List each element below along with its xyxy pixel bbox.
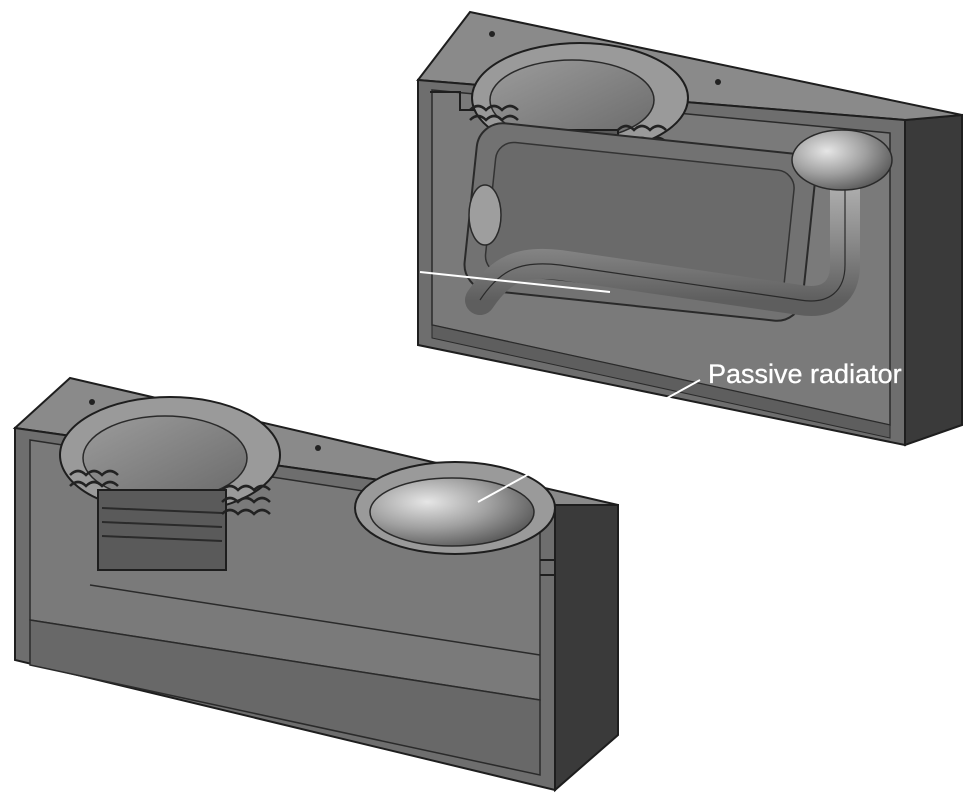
callout-passive-radiator: Passive radiator — [419, 271, 902, 503]
bottom-cabinet-floor-edge — [89, 584, 541, 656]
top-cabinet-side — [904, 113, 963, 447]
top-driver-spider-left — [469, 104, 519, 122]
screw-hole — [89, 399, 95, 405]
bottom-cabinet-floor — [29, 619, 541, 776]
bottom-cabinet — [12, 376, 619, 793]
bottom-driver-spider-left — [69, 469, 119, 488]
bottom-driver-basket — [97, 489, 227, 571]
screw-hole — [489, 31, 495, 37]
bottom-cabinet-right-wall-step — [540, 559, 556, 576]
bottom-driver-cone — [82, 415, 248, 501]
leader-line-pipe — [419, 271, 611, 293]
top-cabinet — [416, 10, 963, 447]
screw-hole — [715, 79, 721, 85]
bottom-driver-basket-fins — [101, 507, 223, 542]
bottom-cabinet-side — [554, 504, 619, 793]
top-cabinet-floor — [431, 324, 891, 439]
screw-hole — [315, 445, 321, 451]
leader-line — [477, 379, 701, 503]
port-bell-mouth — [791, 129, 893, 191]
port-pipe-outline — [479, 170, 846, 302]
passive-radiator-diaphragm — [369, 477, 535, 547]
top-cabinet-left-wall-step — [430, 91, 475, 111]
passive-radiator-label: Passive radiator — [708, 359, 902, 389]
bottom-driver-spider-right — [221, 484, 271, 516]
port-inlet — [468, 184, 502, 246]
